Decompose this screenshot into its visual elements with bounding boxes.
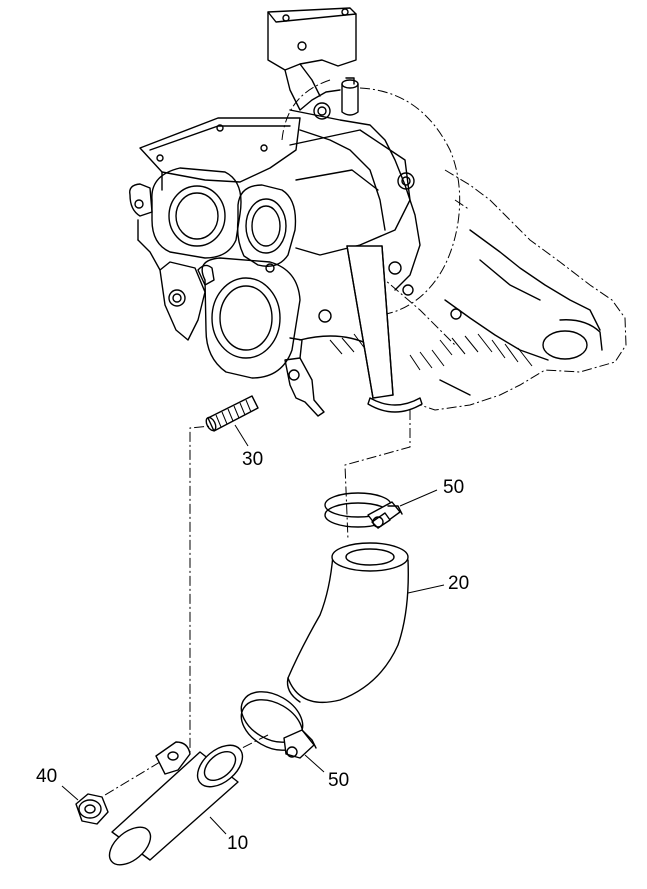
elbow-hose-part-20: [286, 542, 409, 704]
hose-clamp-upper-part-50: [324, 492, 403, 529]
stud-part-30: [205, 395, 259, 432]
engine-block-housing: [129, 7, 627, 417]
leader-lines: [61, 424, 445, 835]
hose-clamp-lower-part-50: [240, 691, 317, 759]
callout-part-50-upper: 50: [443, 477, 465, 498]
nut-part-40: [75, 793, 109, 825]
callout-part-30: 30: [242, 449, 264, 470]
callout-part-10: 10: [227, 833, 249, 854]
callout-part-20: 20: [448, 573, 470, 594]
callout-part-40: 40: [36, 766, 58, 787]
pump-outlet-pipe: [346, 245, 423, 413]
pipe-part-10: [108, 741, 244, 866]
callout-part-50-lower: 50: [328, 770, 350, 791]
